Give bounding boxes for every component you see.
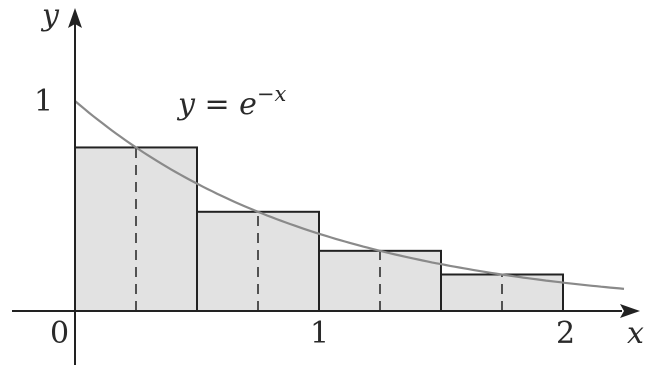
x-tick-label-1: 1 (310, 316, 329, 351)
x-tick-label-2: 2 (556, 316, 575, 351)
origin-label: 0 (50, 316, 69, 351)
rectangle-2 (196, 210, 320, 313)
function-label-base: y = e (176, 87, 257, 122)
exp-curve (74, 100, 625, 290)
midpoint-lines-group (135, 147, 503, 311)
y-axis-arrow-icon (68, 8, 82, 28)
y-axis-label: y (40, 0, 60, 33)
function-label: y = e−x (176, 82, 287, 122)
x-axis-label: x (627, 316, 644, 351)
rectangles-group (74, 146, 564, 313)
x-axis-arrow-icon (620, 304, 640, 318)
function-label-exponent: −x (257, 82, 287, 106)
y-tick-label-1: 1 (34, 84, 53, 119)
